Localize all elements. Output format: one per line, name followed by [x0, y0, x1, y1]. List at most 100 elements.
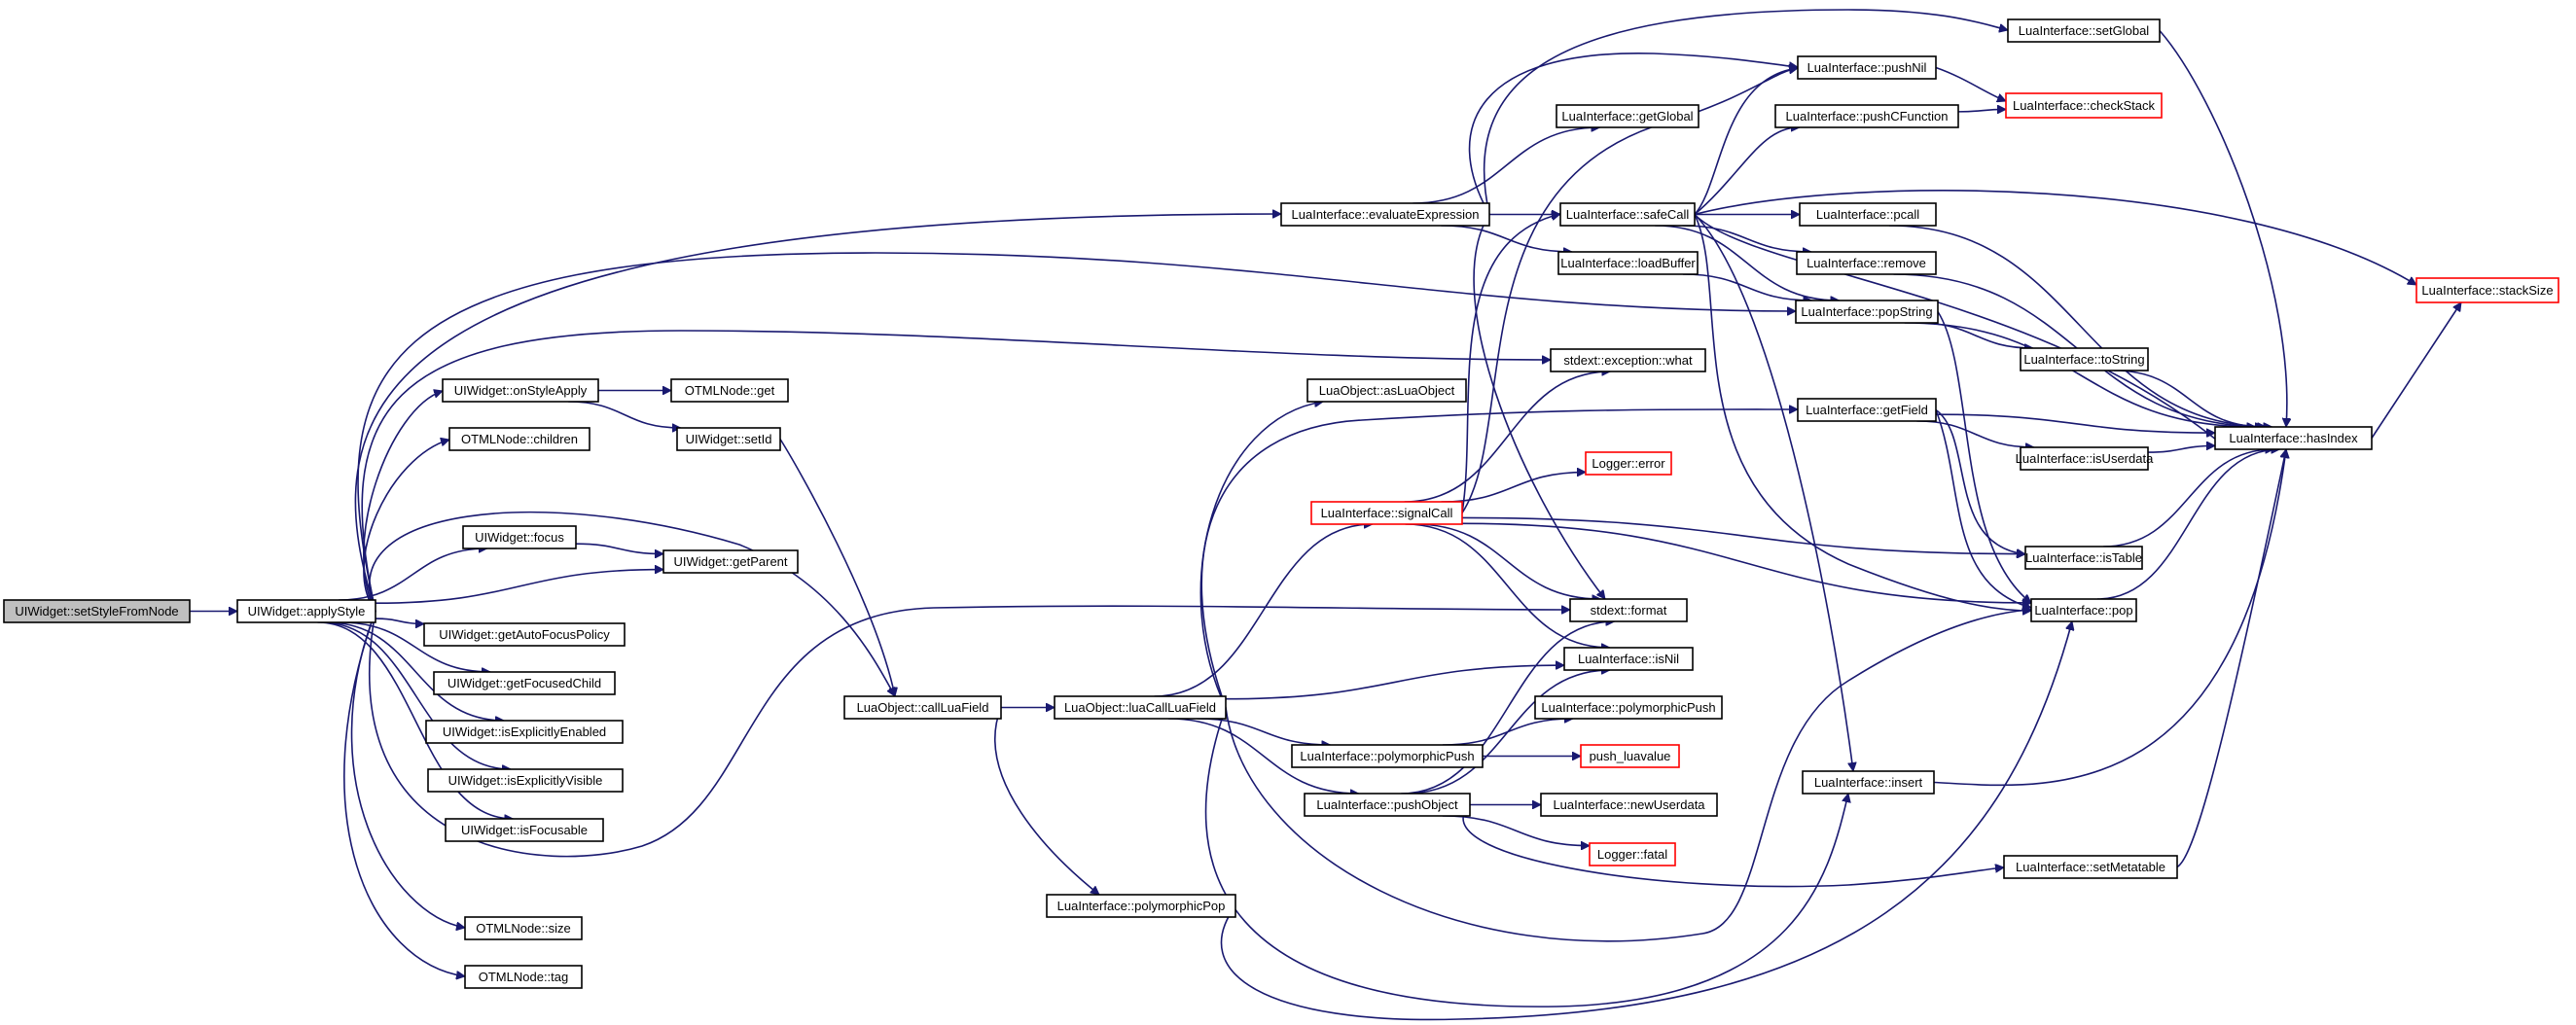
node-setMetatable[interactable]: LuaInterface::setMetatable	[2003, 855, 2178, 879]
node-box	[843, 695, 1002, 720]
node-pushCFunction[interactable]: LuaInterface::pushCFunction	[1774, 104, 1959, 128]
edge-safeCall-to-pop	[1694, 214, 2031, 612]
edge-safeCall-to-remove	[1682, 225, 1811, 252]
node-label: LuaInterface::pushNil	[1807, 60, 1927, 75]
node-luaCallLuaField[interactable]: LuaObject::luaCallLuaField	[1054, 695, 1227, 720]
node-popString[interactable]: LuaInterface::popString	[1795, 300, 1939, 324]
node-isExplicitlyEnabled[interactable]: UIWidget::isExplicitlyEnabled	[425, 720, 624, 744]
node-label: LuaInterface::getField	[1806, 403, 1928, 417]
node-asLuaObject[interactable]: LuaObject::asLuaObject	[1306, 378, 1467, 403]
node-label: LuaInterface::setMetatable	[2016, 860, 2165, 874]
edge-pop-to-hasIndex	[2096, 449, 2279, 600]
node-label: LuaInterface::pushCFunction	[1786, 109, 1949, 124]
node-loadBuffer[interactable]: LuaInterface::loadBuffer	[1557, 251, 1699, 275]
node-getGlobal[interactable]: LuaInterface::getGlobal	[1556, 104, 1699, 128]
edge-getField-to-isUserdata	[1916, 420, 2034, 447]
node-box	[1559, 202, 1696, 227]
edge-applyStyle-to-getParent	[375, 570, 663, 604]
node-box	[1797, 398, 1937, 422]
node-pushNil[interactable]: LuaInterface::pushNil	[1797, 55, 1937, 80]
edge-pushObject-to-isNil	[1406, 670, 1610, 795]
node-isFocusable[interactable]: UIWidget::isFocusable	[445, 818, 604, 842]
node-label: UIWidget::getParent	[673, 554, 787, 569]
node-loggerError[interactable]: Logger::error	[1585, 451, 1672, 476]
node-box	[1540, 793, 1718, 817]
edge-applyStyle-to-onStyleApply	[363, 391, 443, 612]
node-label: UIWidget::setId	[686, 432, 772, 446]
node-stdextFormat[interactable]: stdext::format	[1569, 598, 1688, 622]
node-focus[interactable]: UIWidget::focus	[462, 525, 577, 549]
node-setStyleFromNode[interactable]: UIWidget::setStyleFromNode	[3, 599, 191, 623]
node-label: OTMLNode::tag	[479, 970, 569, 984]
edge-callLuaField-to-polymorphicPop	[994, 707, 1099, 896]
node-isNil[interactable]: LuaInterface::isNil	[1563, 647, 1694, 671]
edge-safeCall-to-pushNil	[1694, 68, 1798, 216]
node-box	[1556, 104, 1699, 128]
node-label: UIWidget::onStyleApply	[454, 383, 588, 398]
node-box	[236, 599, 376, 623]
node-safeCall[interactable]: LuaInterface::safeCall	[1559, 202, 1696, 227]
node-label: LuaInterface::checkStack	[2013, 98, 2155, 113]
node-loggerFatal[interactable]: Logger::fatal	[1589, 842, 1676, 866]
node-pushLuavalue[interactable]: push_luavalue	[1580, 744, 1680, 768]
node-getField[interactable]: LuaInterface::getField	[1797, 398, 1937, 422]
node-hasIndex[interactable]: LuaInterface::hasIndex	[2214, 426, 2373, 450]
node-toString[interactable]: LuaInterface::toString	[2020, 347, 2149, 371]
node-label: LuaInterface::newUserdata	[1553, 797, 1705, 812]
node-isUserdata[interactable]: LuaInterface::isUserdata	[2016, 446, 2154, 471]
node-otmlTag[interactable]: OTMLNode::tag	[464, 965, 583, 989]
node-polymorphicPop[interactable]: LuaInterface::polymorphicPop	[1046, 894, 1236, 918]
node-box	[2003, 855, 2178, 879]
edge-popString-to-toString	[1917, 322, 2033, 348]
node-label: LuaInterface::getGlobal	[1561, 109, 1693, 124]
node-setGlobal[interactable]: LuaInterface::setGlobal	[2007, 18, 2161, 43]
node-otmlChildren[interactable]: OTMLNode::children	[448, 427, 590, 451]
node-label: UIWidget::applyStyle	[248, 604, 366, 619]
node-label: LuaInterface::remove	[1807, 256, 1926, 270]
node-label: OTMLNode::children	[461, 432, 578, 446]
node-box	[662, 549, 799, 574]
node-getFocusedChild[interactable]: UIWidget::getFocusedChild	[433, 671, 616, 695]
node-applyStyle[interactable]: UIWidget::applyStyle	[236, 599, 376, 623]
node-label: Logger::error	[1592, 456, 1665, 471]
node-otmlGet[interactable]: OTMLNode::get	[670, 378, 789, 403]
node-pushObject[interactable]: LuaInterface::pushObject	[1304, 793, 1471, 817]
node-stackSize[interactable]: LuaInterface::stackSize	[2415, 277, 2559, 303]
edge-applyStyle-to-exceptionWhat	[361, 330, 1551, 612]
edge-evaluateExpression-to-stdextFormat	[1473, 214, 1606, 600]
node-label: LuaInterface::evaluateExpression	[1292, 207, 1480, 222]
node-box	[1054, 695, 1227, 720]
node-evaluateExpression[interactable]: LuaInterface::evaluateExpression	[1280, 202, 1490, 227]
node-onStyleApply[interactable]: UIWidget::onStyleApply	[442, 378, 599, 403]
node-pcall[interactable]: LuaInterface::pcall	[1799, 202, 1937, 227]
node-box	[2005, 92, 2163, 119]
node-callLuaField[interactable]: LuaObject::callLuaField	[843, 695, 1002, 720]
node-box	[1310, 501, 1463, 525]
edge-popString-to-pop	[1937, 311, 2031, 604]
node-exceptionWhat[interactable]: stdext::exception::what	[1550, 348, 1706, 372]
node-label: LuaInterface::pcall	[1816, 207, 1919, 222]
edge-applyStyle-to-getAutoFocusPolicy	[375, 618, 424, 623]
edge-applyStyle-to-isExplicitlyVisible	[320, 621, 511, 769]
node-checkStack[interactable]: LuaInterface::checkStack	[2005, 92, 2163, 119]
node-getAutoFocusPolicy[interactable]: UIWidget::getAutoFocusPolicy	[423, 622, 626, 647]
edge-applyStyle-to-isFocusable	[317, 621, 513, 819]
edge-safeCall-to-hasIndex	[1694, 213, 2228, 450]
node-setId[interactable]: UIWidget::setId	[676, 427, 781, 451]
node-getParent[interactable]: UIWidget::getParent	[662, 549, 799, 574]
node-remove[interactable]: LuaInterface::remove	[1796, 251, 1937, 275]
node-pop[interactable]: LuaInterface::pop	[2030, 598, 2137, 622]
node-label: LuaInterface::polymorphicPush	[1300, 749, 1474, 763]
node-otmlSize[interactable]: OTMLNode::size	[464, 916, 583, 940]
node-isTable[interactable]: LuaInterface::isTable	[2024, 546, 2143, 570]
node-newUserdata[interactable]: LuaInterface::newUserdata	[1540, 793, 1718, 817]
edge-pcall-to-hasIndex	[1888, 225, 2272, 427]
edge-getField-to-isTable	[1935, 408, 2025, 555]
node-isExplicitlyVisible[interactable]: UIWidget::isExplicitlyVisible	[427, 768, 624, 793]
node-signalCall[interactable]: LuaInterface::signalCall	[1310, 501, 1463, 525]
node-polymorphicPushB[interactable]: LuaInterface::polymorphicPush	[1534, 695, 1723, 720]
edge-applyStyle-to-isExplicitlyEnabled	[326, 621, 504, 721]
node-polymorphicPushA[interactable]: LuaInterface::polymorphicPush	[1291, 744, 1484, 768]
edge-applyStyle-to-getFocusedChild	[340, 621, 490, 672]
node-insert[interactable]: LuaInterface::insert	[1802, 770, 1935, 795]
